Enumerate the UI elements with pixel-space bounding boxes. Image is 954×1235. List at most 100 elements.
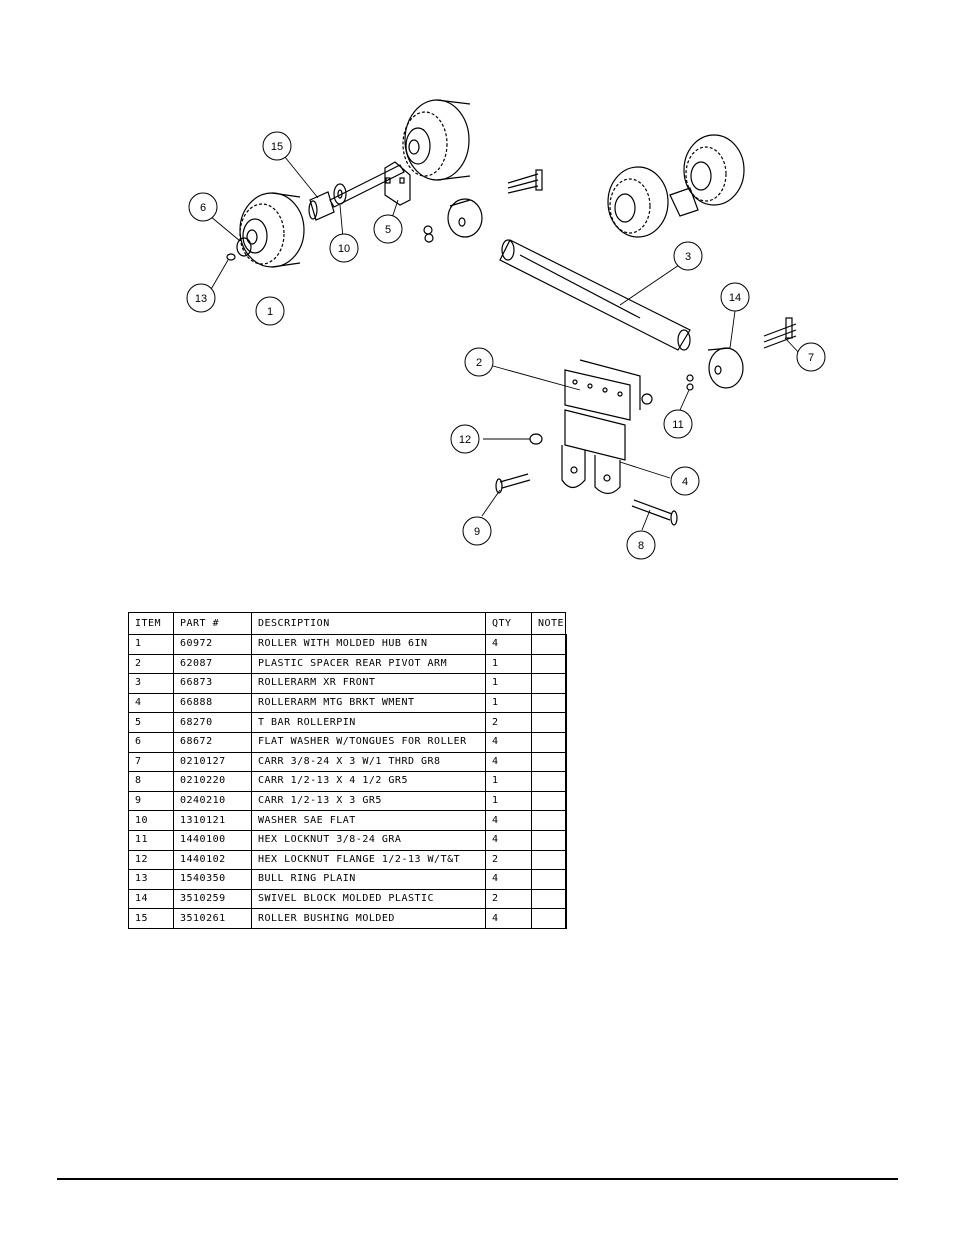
svg-text:6: 6 [200, 202, 206, 214]
qty-cell: 4 [485, 731, 532, 753]
item-cell: 15 [128, 908, 174, 929]
callout-6 [188, 192, 218, 222]
item-cell: 4 [128, 692, 174, 714]
header-description: DESCRIPTION [251, 612, 486, 635]
callout-9 [462, 516, 492, 546]
header-part-number: PART # [173, 612, 252, 635]
qty-cell: 4 [485, 810, 532, 831]
description-cell: BULL RING PLAIN [251, 869, 486, 890]
header-qty: QTY [485, 612, 532, 635]
description-cell: CARR 1/2-13 X 4 1/2 GR5 [251, 771, 486, 792]
footer-divider [57, 1178, 898, 1180]
svg-text:2: 2 [476, 357, 482, 369]
note-cell [531, 731, 567, 753]
callout-11 [663, 409, 693, 439]
item-cell: 14 [128, 888, 174, 910]
note-cell [531, 653, 567, 675]
exploded-parts-diagram: 1 2 3 4 5 6 7 8 9 10 11 12 13 14 15 [186, 99, 826, 560]
part-number-cell: 66888 [173, 692, 252, 714]
rollerarm-mtg-bracket [561, 409, 626, 495]
svg-text:3: 3 [685, 251, 691, 263]
note-cell [531, 810, 567, 831]
roller-left-rear [402, 99, 471, 181]
svg-text:11: 11 [672, 419, 683, 431]
swivel-block-left [447, 198, 483, 238]
item-cell: 10 [128, 810, 174, 831]
part-number-cell: 0210220 [173, 771, 252, 792]
svg-text:10: 10 [338, 243, 350, 255]
callout-10 [329, 233, 359, 263]
description-cell: SWIVEL BLOCK MOLDED PLASTIC [251, 888, 486, 910]
item-cell: 1 [128, 634, 174, 655]
description-cell: CARR 1/2-13 X 3 GR5 [251, 790, 486, 812]
part-number-cell: 1440100 [173, 829, 252, 851]
roller-right-rear [669, 134, 745, 217]
note-cell [531, 634, 567, 655]
description-cell: ROLLERARM XR FRONT [251, 673, 486, 694]
qty-cell: 4 [485, 751, 532, 773]
note-cell [531, 692, 567, 714]
qty-cell: 4 [485, 829, 532, 851]
note-cell [531, 673, 567, 694]
plastic-spacer [564, 359, 641, 421]
qty-cell: 2 [485, 849, 532, 871]
item-cell: 2 [128, 653, 174, 675]
note-cell [531, 849, 567, 871]
part-number-cell: 68672 [173, 731, 252, 753]
carriage-bolt-short [495, 473, 531, 494]
qty-cell: 1 [485, 771, 532, 792]
callout-5 [373, 214, 403, 244]
description-cell: WASHER SAE FLAT [251, 810, 486, 831]
swivel-block-right [707, 347, 744, 389]
svg-text:5: 5 [385, 224, 391, 236]
part-number-cell: 1310121 [173, 810, 252, 831]
svg-text:8: 8 [638, 540, 644, 552]
part-number-cell: 0210127 [173, 751, 252, 773]
callout-1 [255, 296, 285, 326]
svg-text:15: 15 [271, 141, 283, 153]
item-cell: 9 [128, 790, 174, 812]
note-cell [531, 888, 567, 910]
part-number-cell: 0240210 [173, 790, 252, 812]
qty-cell: 1 [485, 692, 532, 714]
callout-15 [262, 131, 292, 161]
qty-cell: 1 [485, 790, 532, 812]
description-cell: ROLLERARM MTG BRKT WMENT [251, 692, 486, 714]
qty-cell: 1 [485, 653, 532, 675]
rollerarm-tube [499, 239, 691, 351]
hex-locknut-pair-right [686, 374, 694, 391]
callout-14 [720, 282, 750, 312]
carriage-bolts-top [507, 169, 543, 194]
parts-table-header: ITEM PART # DESCRIPTION QTY NOTE [128, 612, 566, 635]
qty-cell: 1 [485, 673, 532, 694]
flange-locknut [529, 433, 543, 445]
part-number-cell: 3510261 [173, 908, 252, 929]
qty-cell: 2 [485, 888, 532, 910]
description-cell: HEX LOCKNUT FLANGE 1/2-13 W/T&T [251, 849, 486, 871]
qty-cell: 2 [485, 712, 532, 733]
svg-text:12: 12 [459, 434, 471, 446]
qty-cell: 4 [485, 634, 532, 655]
description-cell: T BAR ROLLERPIN [251, 712, 486, 733]
item-cell: 8 [128, 771, 174, 792]
note-cell [531, 829, 567, 851]
note-cell [531, 712, 567, 733]
item-cell: 13 [128, 869, 174, 890]
description-cell: CARR 3/8-24 X 3 W/1 THRD GR8 [251, 751, 486, 773]
carriage-bolt-long [631, 499, 678, 526]
item-cell: 7 [128, 751, 174, 773]
roller-bushing [308, 191, 335, 221]
roller-left-front [239, 192, 305, 268]
svg-text:7: 7 [808, 352, 814, 364]
item-cell: 5 [128, 712, 174, 733]
